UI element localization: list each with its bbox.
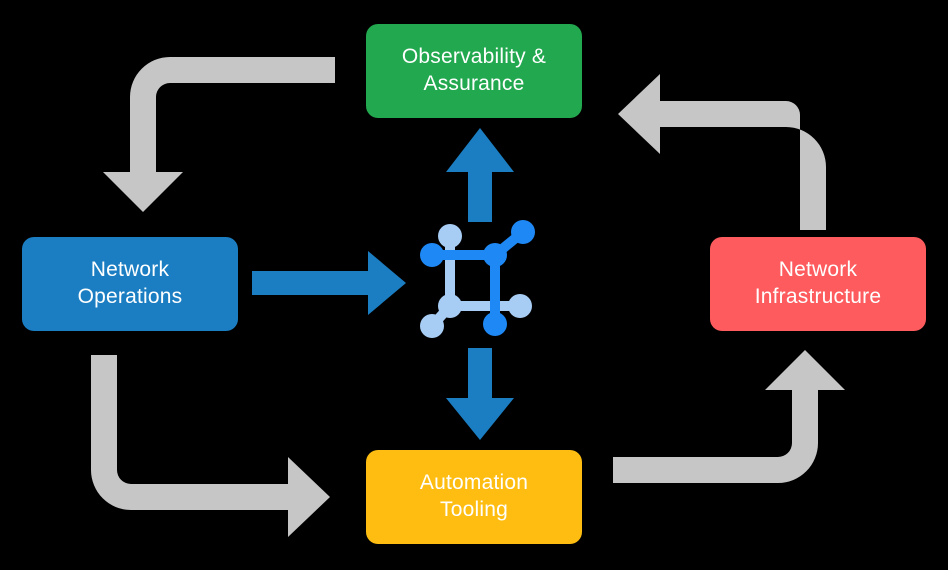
node-label-observability-assurance: Observability & Assurance (401, 45, 547, 95)
node-automation-tooling[interactable]: Automation Tooling (366, 450, 582, 544)
node-network-operations[interactable]: Network Operations (22, 237, 238, 331)
arrow-automation-to-infrastructure (613, 350, 845, 483)
arrow-observability-to-operations (103, 57, 335, 212)
arrow-infrastructure-to-observability (618, 74, 826, 230)
node-label-network-infrastructure: Network Infrastructure (754, 258, 882, 308)
arrow-operations-to-center (252, 251, 406, 315)
arrow-operations-to-automation (91, 355, 330, 537)
node-observability-assurance[interactable]: Observability & Assurance (366, 24, 582, 118)
network-topology-icon (420, 220, 535, 338)
node-network-infrastructure[interactable]: Network Infrastructure (710, 237, 926, 331)
arrow-center-to-observability (446, 128, 514, 222)
node-label-automation-tooling: Automation Tooling (419, 471, 529, 521)
node-label-network-operations: Network Operations (77, 258, 183, 308)
arrow-center-to-automation (446, 348, 514, 440)
